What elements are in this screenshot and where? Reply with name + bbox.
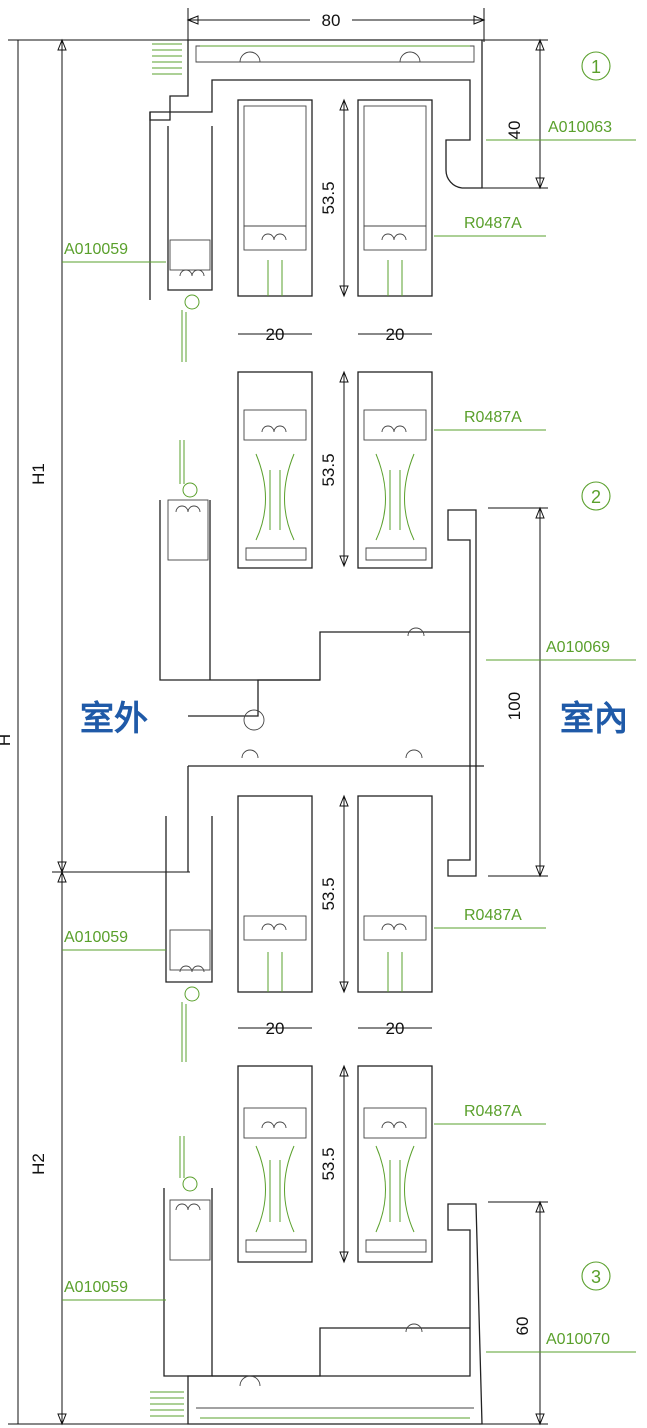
right-dimension-lines xyxy=(480,38,548,1426)
h-total-label: H xyxy=(0,734,14,746)
sash-width-label-2: 20 xyxy=(386,325,405,344)
bottom-height-label: 60 xyxy=(513,1317,532,1336)
height-dimension-lines xyxy=(8,38,190,1426)
bottom-space-label: 40 xyxy=(505,121,524,140)
sash-height-label-1: 53.5 xyxy=(319,181,338,214)
part-label-a010063: A010063 xyxy=(548,119,612,136)
lower-sash-lower-right xyxy=(357,1065,433,1263)
sash-height-label-4: 53.5 xyxy=(319,1147,338,1180)
part-label-r0487a-2: R0487A xyxy=(464,409,522,426)
upper-sash-lower-right xyxy=(357,371,433,569)
part-label-a010069: A010069 xyxy=(546,639,610,656)
left-profile-a010059-bottom xyxy=(163,1136,213,1377)
part-label-a010059-1: A010059 xyxy=(64,241,128,258)
wall-hatch-bottom xyxy=(150,1391,184,1417)
bottom-sill-profile xyxy=(187,1203,483,1425)
inside-label: 室內 xyxy=(560,699,628,739)
section-1-number: 1 xyxy=(591,57,601,77)
part-label-a010059-3: A010059 xyxy=(64,1279,128,1296)
top-frame-profile xyxy=(149,39,483,189)
section-marker-3: 3 xyxy=(581,1261,611,1291)
sash-height-label-2: 53.5 xyxy=(319,453,338,486)
part-label-a010070: A010070 xyxy=(546,1331,610,1348)
h1-label: H1 xyxy=(29,463,48,485)
left-profile-a010059-lower xyxy=(165,816,213,1062)
outside-label: 室外 xyxy=(80,699,148,739)
wall-hatch-top xyxy=(152,43,182,75)
mid-height-label: 100 xyxy=(505,692,524,720)
section-3-number: 3 xyxy=(591,1267,601,1287)
section-2-number: 2 xyxy=(591,487,601,507)
top-width-label: 80 xyxy=(322,11,341,30)
part-label-r0487a-3: R0487A xyxy=(464,907,522,924)
left-profile-a010059-upper xyxy=(149,112,213,362)
upper-sash-lower-left xyxy=(237,371,313,569)
sash-width-label-3: 20 xyxy=(266,1019,285,1038)
sash-width-label-1: 20 xyxy=(266,325,285,344)
part-label-r0487a-4: R0487A xyxy=(464,1103,522,1120)
lower-sash-right xyxy=(357,795,433,993)
part-leaders xyxy=(62,139,636,1353)
upper-sash-left xyxy=(237,99,313,297)
part-label-a010059-2: A010059 xyxy=(64,929,128,946)
h2-label: H2 xyxy=(29,1153,48,1175)
top-width-dimension xyxy=(186,8,486,42)
sash-height-label-3: 53.5 xyxy=(319,877,338,910)
sash-dimension-lines xyxy=(238,98,432,1264)
lower-sash-left xyxy=(237,795,313,993)
lower-sash-lower-left xyxy=(237,1065,313,1263)
section-marker-1: 1 xyxy=(581,51,611,81)
section-marker-2: 2 xyxy=(581,481,611,511)
upper-sash-right xyxy=(357,99,433,297)
middle-transom-profile xyxy=(159,440,484,877)
part-label-r0487a-1: R0487A xyxy=(464,215,522,232)
sash-width-label-4: 20 xyxy=(386,1019,405,1038)
